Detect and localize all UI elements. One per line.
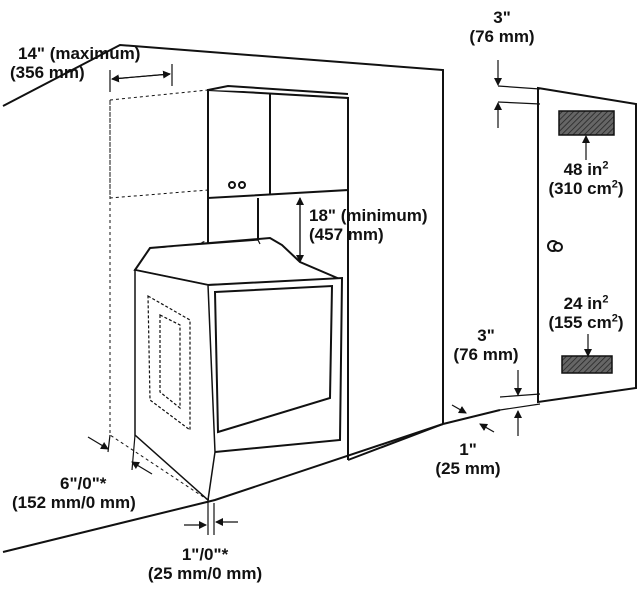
- lower-vent-sq-in: 2: [602, 293, 609, 306]
- upper-vent-area-in: 48 in: [563, 160, 603, 179]
- door-knob-icon: [547, 240, 563, 252]
- top-clearance-mm: (76 mm): [469, 27, 535, 46]
- wall-cabinet: [207, 84, 349, 200]
- upper-vent-opening: [558, 110, 615, 136]
- vent-area-arrows: [582, 135, 592, 357]
- bottom-clearance-in: 3": [477, 326, 495, 345]
- dryer-appliance: [133, 236, 344, 502]
- top-clearance-dimension: [494, 60, 541, 128]
- rear-clearance-mm: (152 mm/0 mm): [12, 493, 136, 512]
- rear-clearance-dimension: [87, 434, 153, 475]
- upper-vent-area-cm: (310 cm: [548, 179, 612, 198]
- bottom-clearance-mm: (76 mm): [453, 345, 519, 364]
- lower-vent-area-cm: (155 cm: [548, 313, 612, 332]
- upper-vent-area-label: 48 in2 (310 cm2): [548, 159, 624, 198]
- side-clearance-label: 1"/0"* (25 mm/0 mm): [110, 545, 300, 583]
- top-clearance-label: 3" (76 mm): [462, 8, 542, 46]
- top-clearance-in: 3": [493, 8, 511, 27]
- rear-clearance-label: 6"/0"* (152 mm/0 mm): [12, 474, 136, 512]
- overhead-clearance-mm: (457 mm): [309, 225, 384, 244]
- closet-door: [537, 86, 637, 404]
- bottom-clearance-dimension: [499, 370, 541, 436]
- lower-vent-sq-cm: 2: [611, 312, 618, 325]
- cabinet-depth-mm: (356 mm): [10, 63, 85, 82]
- cabinet-depth-in: 14" (maximum): [18, 44, 141, 63]
- overhead-clearance-in: 18" (minimum): [309, 206, 428, 225]
- side-clearance-in: 1"/0"*: [181, 545, 229, 564]
- rear-clearance-in: 6"/0"*: [60, 474, 107, 493]
- side-clearance-dimension: [184, 500, 238, 535]
- cabinet-depth-dimension: [109, 64, 173, 92]
- lower-vent-area-label: 24 in2 (155 cm2): [548, 293, 624, 332]
- lower-vent-area-in: 24 in: [563, 294, 603, 313]
- overhead-clearance-label: 18" (minimum) (457 mm): [309, 206, 428, 244]
- cabinet-depth-label: 14" (maximum) (356 mm): [10, 44, 140, 82]
- bottom-clearance-label: 3" (76 mm): [438, 326, 534, 364]
- door-gap-mm: (25 mm): [435, 459, 501, 478]
- door-gap-label: 1" (25 mm): [420, 440, 516, 478]
- side-clearance-mm: (25 mm/0 mm): [147, 564, 263, 583]
- upper-vent-sq-in: 2: [602, 159, 609, 172]
- door-gap-in: 1": [459, 440, 477, 459]
- door-gap-dimension: [451, 404, 495, 433]
- back-wall: [2, 43, 501, 553]
- lower-vent-opening: [561, 355, 613, 374]
- upper-vent-sq-cm: 2: [611, 178, 618, 191]
